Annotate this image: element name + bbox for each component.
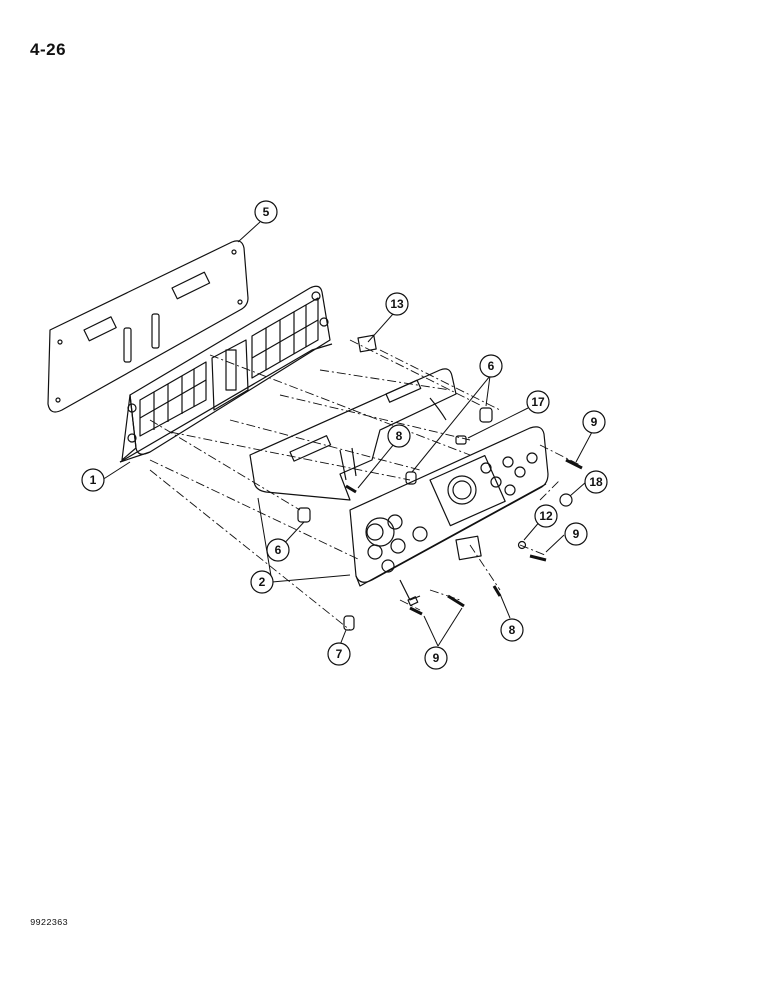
callout-8-lower: 8 <box>500 618 524 642</box>
screw-9-right <box>529 554 547 562</box>
svg-text:13: 13 <box>390 297 404 311</box>
housing <box>119 285 333 463</box>
washer-12 <box>517 540 527 550</box>
screw-8-upper <box>345 484 357 494</box>
svg-text:17: 17 <box>531 395 545 409</box>
leader-lines <box>101 221 593 651</box>
screw-9-center <box>447 594 465 608</box>
spacer-7 <box>343 615 355 631</box>
svg-text:7: 7 <box>336 647 343 661</box>
callout-8-upper: 8 <box>387 424 411 448</box>
svg-text:2: 2 <box>259 575 266 589</box>
part-13-clip <box>357 334 377 353</box>
callout-17: 17 <box>526 390 550 414</box>
callout-12: 12 <box>534 504 558 528</box>
svg-text:9: 9 <box>573 527 580 541</box>
callout-6-lower: 6 <box>266 538 290 562</box>
callout-9-upper: 9 <box>582 410 606 434</box>
screw-9-left <box>409 606 423 616</box>
alignment-lines <box>149 339 581 631</box>
callout-5: 5 <box>254 200 278 224</box>
svg-text:8: 8 <box>396 429 403 443</box>
svg-text:12: 12 <box>539 509 553 523</box>
page-number: 4-26 <box>30 40 67 59</box>
callout-6-upper: 6 <box>479 354 503 378</box>
svg-text:6: 6 <box>488 359 495 373</box>
screw-8-lower <box>492 585 502 597</box>
svg-text:18: 18 <box>589 475 603 489</box>
svg-text:8: 8 <box>509 623 516 637</box>
stud-17 <box>455 435 467 445</box>
svg-text:6: 6 <box>275 543 282 557</box>
callout-18: 18 <box>584 470 608 494</box>
svg-text:9: 9 <box>433 651 440 665</box>
gasket-plate <box>47 240 249 413</box>
svg-text:9: 9 <box>591 415 598 429</box>
callout-9-lower: 9 <box>424 646 448 670</box>
callout-9-right: 9 <box>564 522 588 546</box>
callout-1: 1 <box>81 468 105 492</box>
hardware-parts <box>297 334 583 631</box>
spacer-upper <box>479 407 493 423</box>
svg-text:1: 1 <box>90 473 97 487</box>
bracket-plate <box>249 368 457 501</box>
svg-text:5: 5 <box>263 205 270 219</box>
callout-13: 13 <box>385 292 409 316</box>
instrument-panel <box>349 426 549 607</box>
callout-2: 2 <box>250 570 274 594</box>
callout-7: 7 <box>327 642 351 666</box>
screw-9-upper <box>565 458 583 470</box>
figure-code: 9922363 <box>30 918 68 928</box>
spacer-middle <box>405 471 417 485</box>
nut-18 <box>559 493 573 507</box>
